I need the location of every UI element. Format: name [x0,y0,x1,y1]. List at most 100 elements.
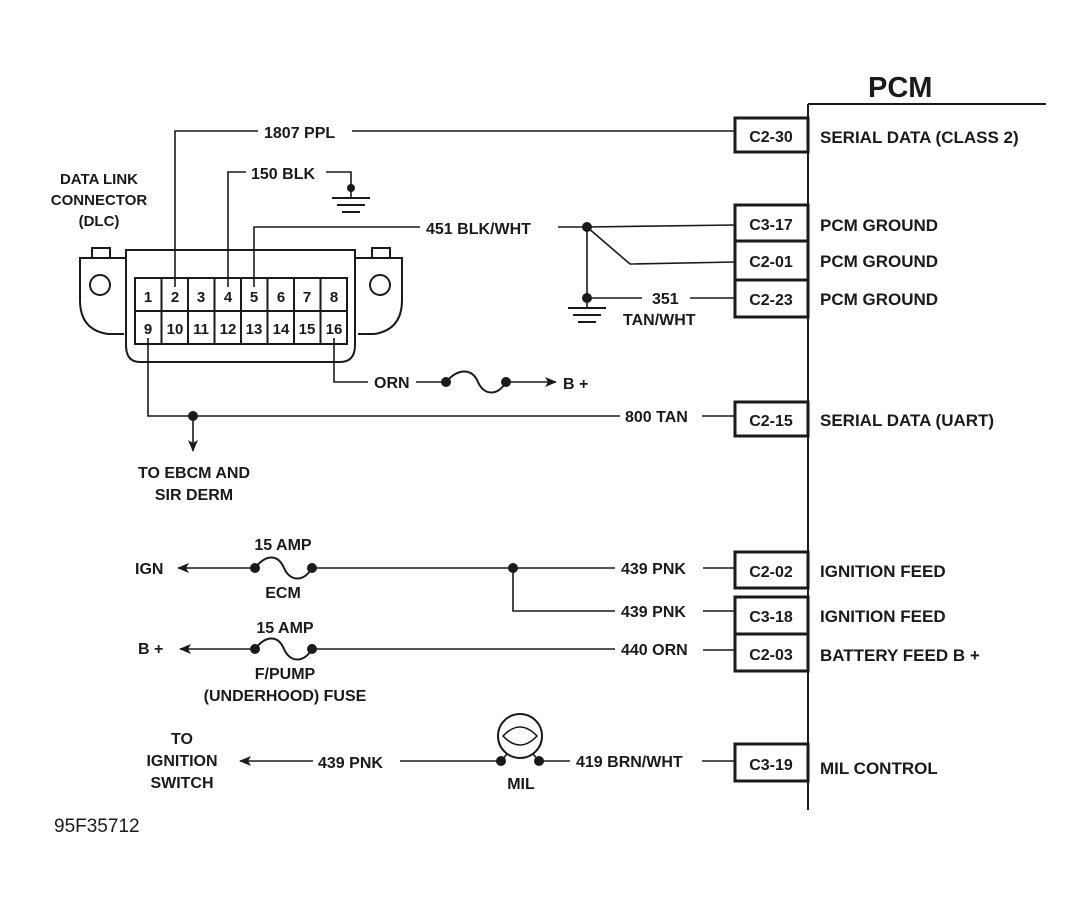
pcm-pin-boxes [733,116,810,783]
dlc-cell-dividers [160,278,322,344]
pin-box-c2-03 [733,632,810,673]
wire-label: 439 PNK [621,604,686,621]
wire-label: 351 [652,291,679,308]
pin-label: C2-15 [749,413,793,430]
dlc-pin-number: 14 [273,321,290,338]
dlc-pin-number: 16 [326,321,343,338]
pcm-block: PCM [807,72,1046,810]
function-label: BATTERY FEED B + [820,646,980,665]
pin-box-c2-01 [733,239,810,282]
function-label: PCM GROUND [820,290,938,309]
dlc-right-mount-hole [369,274,391,296]
fuse-name-label: ECM [265,585,301,602]
ign-label: IGN [135,561,163,578]
function-label: PCM GROUND [820,216,938,235]
lamp-terminal [496,756,506,766]
pin-box-c2-02 [733,550,810,590]
dlc-pin-number: 9 [144,321,152,338]
dlc-pin-number: 7 [303,289,311,306]
dlc-label-line: (DLC) [79,213,120,230]
dlc-pin-number: 12 [220,321,237,338]
dlc-label-line: CONNECTOR [51,192,148,209]
pin-label: C2-30 [749,129,793,146]
function-label: IGNITION FEED [820,562,946,581]
fuse-icon [254,556,313,580]
mil-label: MIL [507,776,535,793]
wire-to-c2-01 [586,226,736,265]
dlc-shell [125,249,356,363]
dlc-pin-number: 4 [224,289,233,306]
wire-label: 1807 PPL [264,125,335,142]
fuse-name-label: (UNDERHOOD) FUSE [204,688,367,705]
function-label: PCM GROUND [820,252,938,271]
wire-label: 800 TAN [625,409,688,426]
dlc-left-ear [79,257,126,335]
wire-label: 439 PNK [621,561,686,578]
dlc-pin-number: 3 [197,289,205,306]
function-label: SERIAL DATA (CLASS 2) [820,128,1019,147]
pin-label: C3-19 [749,757,793,774]
pin-box-c2-30 [733,116,810,154]
wire-label: TAN/WHT [623,312,696,329]
dlc-pin-number: 6 [277,289,285,306]
ebcm-label-line: TO EBCM AND [138,465,250,482]
dlc-right-ear [355,257,403,335]
dlc-pin-number: 15 [299,321,316,338]
pcm-function-labels: SERIAL DATA (CLASS 2) PCM GROUND PCM GRO… [820,128,1019,778]
pin-label: C3-17 [749,217,793,234]
pin-box-c3-19 [733,742,810,783]
fuse-amp-label: 15 AMP [254,537,312,554]
dlc-pin-number: 1 [144,289,152,306]
ignsw-label-line: SWITCH [150,775,213,792]
dlc-pin-number: 2 [171,289,179,306]
pin-box-c3-18 [733,595,810,636]
wire-1807-ppl: 1807 PPL [174,125,735,287]
wire-label: 440 ORN [621,642,688,659]
dlc-left-mount-hole [89,274,111,296]
wire-label: 150 BLK [251,166,315,183]
wire-label: 439 PNK [318,755,383,772]
wire-to-c3-17 [586,224,736,228]
function-label: MIL CONTROL [820,759,938,778]
dlc-top-pin-numbers: 1 2 3 4 5 6 7 8 [144,289,338,306]
dlc-pin-number: 10 [167,321,184,338]
dlc-bottom-pin-numbers: 9 10 11 12 13 14 15 16 [144,321,343,338]
dlc-pin-number: 5 [250,289,258,306]
function-label: IGNITION FEED [820,607,946,626]
wire-451-blk-wht: 451 BLK/WHT 351 TAN/WHT [253,221,736,329]
ground-icon [568,298,606,323]
fuse-icon [445,370,507,394]
bplus-label: B + [138,641,163,658]
wire-800-tan: 800 TAN TO EBCM AND SIR DERM [138,338,735,504]
battery-feed-circuit: B + 15 AMP F/PUMP (UNDERHOOD) FUSE 440 O… [138,620,735,705]
fuse-amp-label: 15 AMP [256,620,314,637]
ignsw-label-line: IGNITION [146,753,217,770]
ground-icon [332,188,370,213]
function-label: SERIAL DATA (UART) [820,411,994,430]
mil-circuit: TO IGNITION SWITCH 439 PNK MIL 419 BRN/W… [146,713,735,793]
ignsw-label-line: TO [171,731,193,748]
pin-label: C3-18 [749,609,793,626]
pin-box-c3-17 [733,203,810,243]
dlc-left-tab [91,247,111,259]
fuse-icon [254,637,313,661]
pcm-title: PCM [868,72,932,104]
dlc-connector: DATA LINK CONNECTOR (DLC) 1 2 3 4 5 [51,171,403,363]
dlc-pin-number: 13 [246,321,263,338]
pin-label: C2-01 [749,254,793,271]
pin-label: C2-23 [749,292,793,309]
wire-label: 451 BLK/WHT [426,221,531,238]
pin-label: C2-03 [749,647,793,664]
dlc-right-tab [371,247,391,259]
dlc-pin-number: 8 [330,289,338,306]
ignition-feed-circuit: IGN 15 AMP ECM 439 PNK 439 PNK [135,537,735,621]
fuse-name-label: F/PUMP [255,666,316,683]
wire-label: ORN [374,375,410,392]
pcm-pin-labels: C2-30 C3-17 C2-01 C2-23 C2-15 C2-02 C3-1… [749,129,793,774]
wire-150-blk: 150 BLK [227,166,370,287]
figure-id: 95F35712 [54,816,140,837]
wire-orn-pin16: ORN B + [333,338,588,394]
mil-lamp-icon [497,713,543,762]
